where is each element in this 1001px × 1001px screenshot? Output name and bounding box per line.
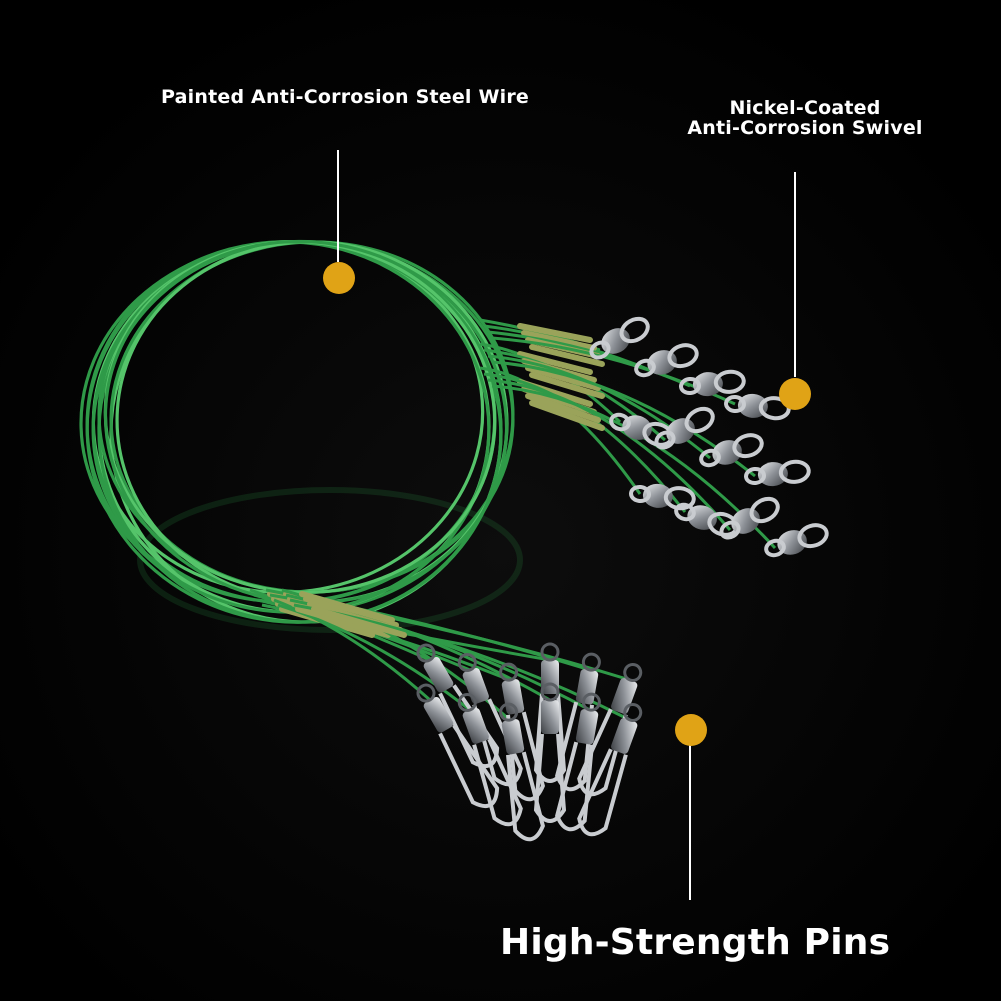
snap-pin-body <box>423 656 454 693</box>
snap-pin-clip <box>506 751 545 842</box>
surface-reflection <box>137 487 523 633</box>
swivel-ring <box>674 502 696 522</box>
barrel-swivel <box>634 343 699 378</box>
snap-pin-eye <box>623 702 643 722</box>
wire-leader-line <box>337 150 339 262</box>
swivel-callout-line-1: Nickel-Coated <box>729 97 881 119</box>
swivel-cluster <box>589 316 829 558</box>
crimp-sleeve <box>517 323 593 343</box>
snap-pin-body <box>462 708 489 744</box>
crimp-sleeve <box>529 400 605 431</box>
swivel-ring <box>667 343 699 369</box>
snap-pin-eye <box>457 692 477 712</box>
swivel-ring <box>679 376 701 396</box>
snap-pin-eye <box>416 683 436 703</box>
snap-pin <box>555 692 601 832</box>
crimp-sleeve <box>525 365 601 391</box>
snap-pin-eye <box>581 652 601 672</box>
pins-leader-line <box>689 745 691 900</box>
snap-pin-clip <box>577 748 628 837</box>
swivel-ring <box>654 430 676 450</box>
swivel-leader-line <box>794 172 796 377</box>
wire-strand <box>487 378 732 531</box>
snap-pin-body <box>501 719 525 755</box>
barrel-swivel <box>699 433 764 468</box>
snap-pin-eye <box>499 662 519 682</box>
barrel-swivel <box>674 502 739 537</box>
snap-pin-body <box>423 696 454 733</box>
wire-callout-label: Painted Anti-Corrosion Steel Wire <box>161 86 529 108</box>
snap-pin-body <box>575 709 599 745</box>
barrel-swivel <box>724 393 791 421</box>
snap-pin-clip <box>506 711 545 802</box>
barrel-swivel <box>679 369 746 397</box>
swivel-ring <box>609 412 631 432</box>
snap-pin-clip <box>533 733 567 823</box>
snap-pin-eye <box>457 652 477 672</box>
crimp-sleeve <box>529 344 605 367</box>
wire-strand <box>273 598 432 702</box>
callout-dot-icon <box>323 262 355 294</box>
swivel-ring <box>749 496 780 524</box>
snap-pin <box>499 702 545 842</box>
callout-dot-icon <box>675 714 707 746</box>
snap-pin-eye <box>416 643 436 663</box>
crimp-sleeve <box>525 393 601 423</box>
crimp-sleeve <box>517 351 593 375</box>
barrel-swivel <box>744 459 811 487</box>
swivel-ring <box>719 520 741 540</box>
pins-callout-label: High-Strength Pins <box>500 922 891 963</box>
snap-pin-clip <box>555 741 594 832</box>
snap-pin-eye <box>499 702 519 722</box>
swivel-ring <box>629 484 651 504</box>
swivel-ring <box>724 394 746 414</box>
snap-pin-eye <box>540 682 560 702</box>
swivel-ring <box>589 340 611 360</box>
barrel-swivel <box>629 483 696 511</box>
swivel-ring <box>699 448 721 468</box>
swivel-ring <box>758 396 791 421</box>
snap-pin-body <box>611 718 638 754</box>
snap-pin-body <box>541 700 559 734</box>
swivel-callout-line-2: Anti-Corrosion Swivel <box>687 117 923 139</box>
snap-pin-clip <box>472 738 523 827</box>
swivel-ring <box>764 538 786 558</box>
swivel-callout-label: Nickel-Coated Anti-Corrosion Swivel <box>660 98 950 138</box>
crimp-sleeve <box>295 606 391 638</box>
snap-pin-clip <box>533 693 567 783</box>
snap-pin-cluster <box>416 642 643 842</box>
snap-pin <box>577 702 643 837</box>
barrel-swivel <box>654 406 715 450</box>
snap-pin-eye <box>623 662 643 682</box>
snap-pin-body <box>611 678 638 714</box>
crimp-sleeve <box>299 591 395 623</box>
callout-dot-icon <box>779 378 811 410</box>
swivel-ring <box>713 369 746 394</box>
swivel-ring <box>634 358 656 378</box>
snap-pin-clip <box>555 701 594 792</box>
snap-pin-body <box>462 668 489 704</box>
swivel-ring <box>744 466 766 486</box>
snap-pin <box>457 692 523 827</box>
barrel-swivel <box>589 316 650 360</box>
barrel-swivel <box>719 496 780 540</box>
crimp-sleeve <box>311 606 407 638</box>
snap-pin-eye <box>540 642 560 662</box>
snap-pin-eye <box>581 692 601 712</box>
wire-strands-swivel-side <box>479 318 777 550</box>
barrel-swivel <box>764 523 829 558</box>
swivel-ring <box>797 523 829 549</box>
snap-pin <box>533 682 567 823</box>
crimp-sleeve <box>521 330 597 351</box>
swivel-ring <box>778 459 811 484</box>
swivel-ring <box>684 406 715 434</box>
swivel-ring <box>732 433 764 459</box>
crimp-sleeve <box>303 596 399 628</box>
swivel-ring <box>619 316 650 344</box>
crimp-sleeve <box>529 372 605 399</box>
